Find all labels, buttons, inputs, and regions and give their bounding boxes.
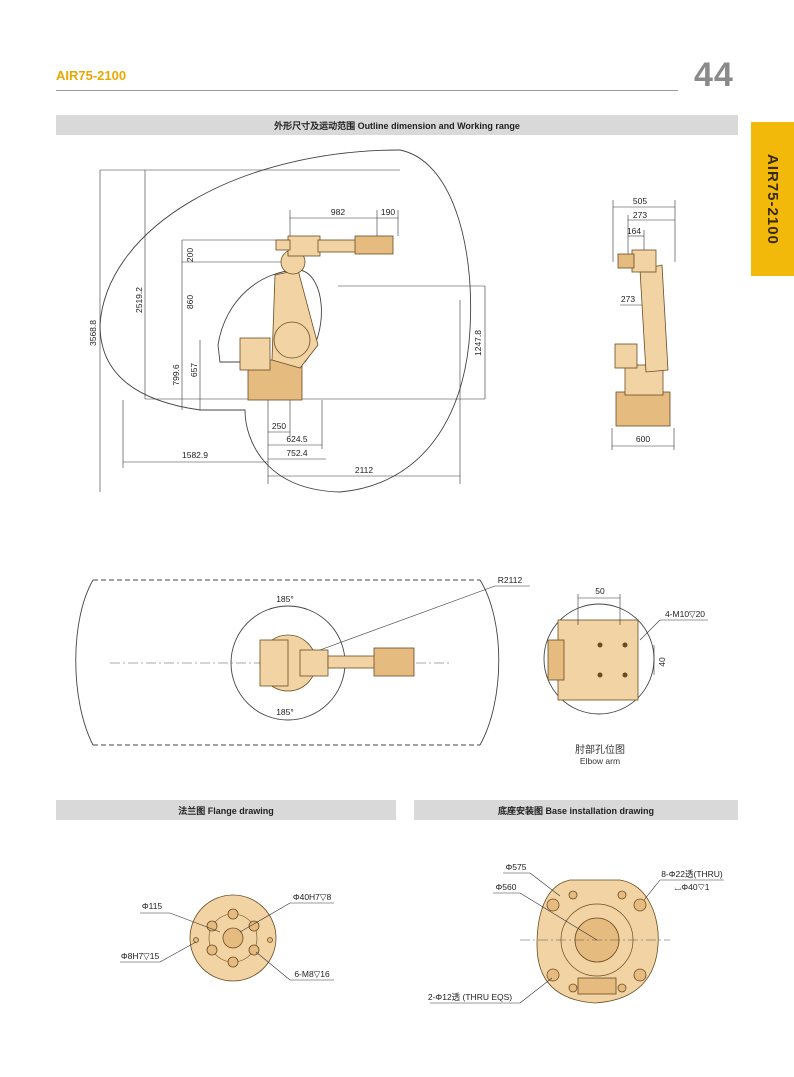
label-1582: 1582.9	[182, 450, 208, 460]
radius-leader	[297, 585, 496, 659]
model-title: AIR75-2100	[56, 68, 127, 83]
front-wrist	[617, 253, 635, 269]
phi40-leader	[239, 902, 291, 933]
label-799: 799.6	[171, 364, 181, 386]
flange-hole-2	[248, 920, 260, 932]
side-tab: AIR75-2100	[751, 122, 794, 276]
base-connector	[577, 977, 617, 995]
label-273b: 273	[621, 294, 635, 304]
label-164: 164	[627, 226, 641, 236]
label-angle-bottom: 185°	[276, 707, 294, 717]
label-phi560: Φ560	[496, 882, 517, 892]
label-982: 982	[331, 207, 345, 217]
label-505: 505	[633, 196, 647, 206]
elbow-caption-cn: 肘部孔位图	[575, 745, 625, 756]
page-number: 44	[694, 56, 734, 94]
base-hole-4	[633, 968, 647, 982]
top-wrist	[373, 647, 415, 677]
holes-leader	[639, 619, 661, 641]
elbow-hole-2	[622, 642, 628, 648]
holes22-leader	[643, 879, 661, 901]
base-hole-1	[546, 898, 560, 912]
phi8-leader	[159, 941, 197, 963]
section-base-bar: 底座安装图 Base installation drawing	[414, 800, 738, 820]
flange-center-bore	[222, 927, 244, 949]
label-273a: 273	[633, 210, 647, 220]
working-envelope-outer	[99, 149, 472, 493]
phi560-leader	[519, 892, 598, 941]
section-outline-bar: 外形尺寸及运动范围 Outline dimension and Working …	[56, 115, 738, 135]
base-hole-5	[568, 890, 578, 900]
phi12-leader	[519, 977, 553, 1004]
label-r2112: R2112	[498, 575, 523, 585]
top-envelope-right	[479, 579, 500, 746]
flange-pin-right	[267, 937, 273, 943]
base-hole-7	[568, 983, 578, 993]
label-phi115: Φ115	[142, 901, 163, 911]
label-190: 190	[381, 207, 395, 217]
phi115-leader	[169, 912, 221, 933]
phi575-leader	[529, 872, 561, 897]
label-200: 200	[185, 248, 195, 262]
label-angle-top: 185°	[276, 594, 294, 604]
label-860: 860	[185, 295, 195, 309]
elbow-hole-1	[597, 642, 603, 648]
elbow-body	[557, 619, 639, 701]
label-phi575: Φ575	[506, 862, 527, 872]
robot-motor-j1	[239, 337, 271, 371]
front-motor	[614, 343, 638, 369]
top-envelope-left	[75, 579, 94, 746]
label-250: 250	[272, 421, 286, 431]
robot-shoulder	[273, 321, 311, 359]
flange-hole-4	[227, 956, 239, 968]
robot-wrist	[354, 235, 394, 255]
label-holes: 4-M10▽20	[665, 609, 705, 619]
base-hole-2	[633, 898, 647, 912]
base-hole-6	[617, 890, 627, 900]
label-1247: 1247.8	[473, 330, 483, 356]
label-752: 752.4	[286, 448, 308, 458]
label-657: 657	[189, 363, 199, 377]
base-hole-8	[617, 983, 627, 993]
top-turret	[259, 639, 289, 687]
label-600: 600	[636, 434, 650, 444]
elbow-hole-3	[597, 672, 603, 678]
elbow-hole-4	[622, 672, 628, 678]
side-tab-label: AIR75-2100	[764, 153, 781, 245]
label-m8: 6-M8▽16	[294, 969, 330, 979]
label-50: 50	[595, 586, 605, 596]
robot-rear-motor	[275, 239, 291, 251]
top-shoulder	[299, 649, 329, 677]
label-cbore: ⌴Φ40▽1	[675, 882, 710, 892]
section-flange-bar: 法兰图 Flange drawing	[56, 800, 396, 820]
label-phi40: Φ40H7▽8	[293, 892, 332, 902]
base-hole-3	[546, 968, 560, 982]
header-rule	[56, 90, 678, 91]
label-2112: 2112	[355, 465, 374, 475]
label-2519: 2519.2	[134, 287, 144, 313]
flange-hole-5	[206, 944, 218, 956]
label-40: 40	[657, 657, 667, 667]
label-holes22: 8-Φ22透(THRU)	[661, 869, 723, 879]
flange-hole-1	[227, 908, 239, 920]
label-624: 624.5	[286, 434, 308, 444]
elbow-motor	[547, 639, 565, 681]
label-phi12: 2-Φ12透 (THRU EQS)	[428, 992, 512, 1002]
m8-leader	[255, 951, 291, 981]
elbow-caption-en: Elbow arm	[579, 756, 621, 766]
label-3568: 3568.8	[88, 320, 98, 346]
flange-hole-6	[206, 920, 218, 932]
label-phi8: Φ8H7▽15	[121, 951, 160, 961]
flange-pin-left	[193, 937, 199, 943]
